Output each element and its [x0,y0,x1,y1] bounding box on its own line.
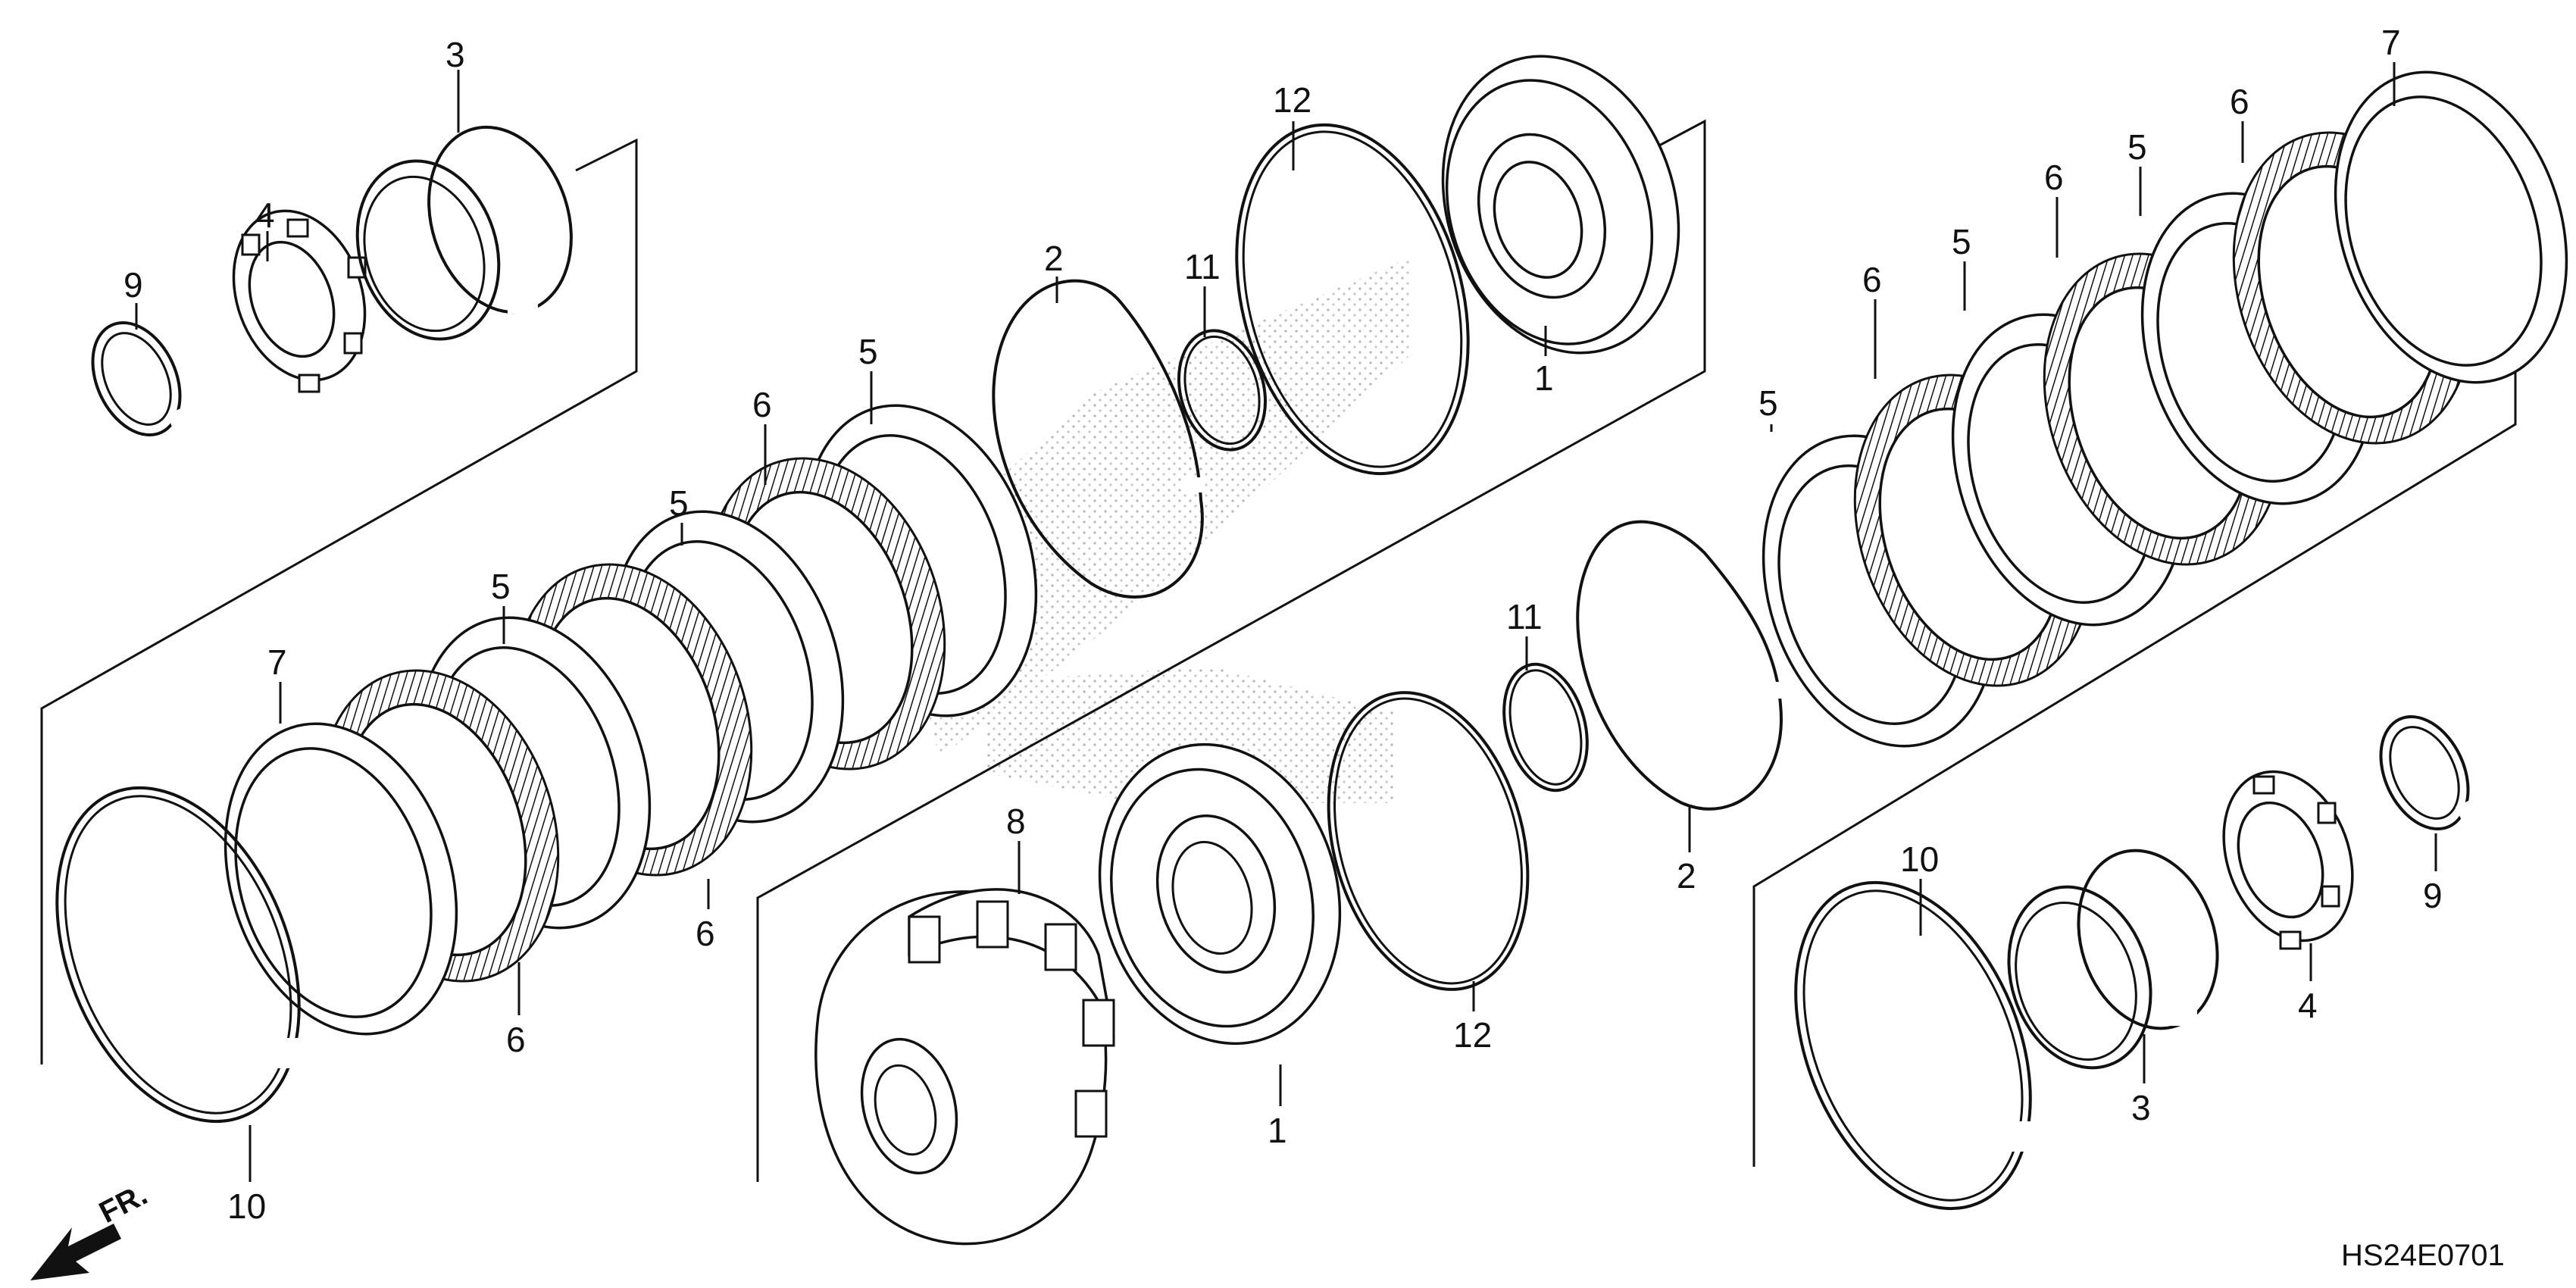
label-right-12: 12 [1453,1015,1492,1055]
front-label: FR. [94,1178,152,1230]
right-part-10-snap-ring [1794,880,2034,1211]
label-right-1: 1 [1268,1111,1287,1150]
right-assembly [1752,70,2568,1211]
label-left-5a: 5 [858,332,878,371]
label-right-10: 10 [1900,839,1939,879]
label-left-5c: 5 [491,567,511,606]
right-part-3-rings [2007,849,2219,1070]
right-part-9-snap-ring [2379,714,2484,831]
label-left-10: 10 [227,1186,266,1226]
label-left-11: 11 [1184,247,1221,286]
left-part-1-piston [1441,55,1680,355]
label-right-6c: 6 [1862,260,1882,299]
label-right-6a: 6 [2230,82,2249,121]
label-left-1: 1 [1534,358,1554,398]
left-part-12-lower-o-ring [1327,691,1530,991]
left-assembly [40,55,1784,1246]
left-part-3-rings [355,125,573,341]
left-part-11-o-ring [1177,329,1268,452]
diagram-code: HS24E0701 [2341,1239,2505,1272]
left-part-11-lower-o-ring [1502,662,1589,792]
callout-labels: 3 4 9 12 2 11 1 5 6 5 5 7 6 6 10 8 7 6 5… [123,23,2443,1226]
left-part-10-snap-ring [55,786,301,1124]
label-right-11: 11 [1506,597,1543,636]
label-left-8: 8 [1006,802,1026,841]
label-right-7: 7 [2381,23,2401,62]
label-left-6b: 6 [696,914,715,953]
label-left-4: 4 [255,195,275,235]
label-left-9: 9 [123,265,143,305]
left-part-9-snap-ring [91,320,195,437]
left-part-2-seal-ring [992,279,1204,599]
arrow-left-icon [30,1224,121,1280]
right-clutch-pack [1762,70,2568,748]
label-right-5b: 5 [1952,222,1971,261]
label-right-9: 9 [2423,876,2443,915]
left-part-2-lower-seal-ring [1576,520,1783,811]
label-left-2: 2 [1044,239,1064,278]
left-part-12-o-ring [1235,123,1470,476]
label-right-5c: 5 [1758,383,1778,423]
label-right-4: 4 [2298,986,2318,1025]
label-left-3: 3 [445,35,465,74]
left-part-1-lower-piston [1098,742,1342,1046]
leader-lines [135,62,2437,1182]
label-left-7: 7 [267,642,287,682]
right-part-4-hub [2222,770,2354,950]
left-bracket [40,138,638,1064]
left-bracket-bottom [756,119,1706,1182]
label-right-3: 3 [2131,1088,2151,1127]
left-clutch-pack [224,404,1038,1036]
label-left-6a: 6 [752,385,772,424]
front-arrow: FR. [30,1178,153,1280]
label-right-2: 2 [1677,856,1696,896]
label-left-5b: 5 [669,483,689,523]
label-right-5a: 5 [2127,127,2147,167]
label-left-12: 12 [1273,80,1311,120]
label-left-6c: 6 [506,1020,526,1059]
label-right-6b: 6 [2044,158,2064,197]
left-part-4-hub [232,209,367,393]
left-part-8-drum [814,888,1115,1246]
